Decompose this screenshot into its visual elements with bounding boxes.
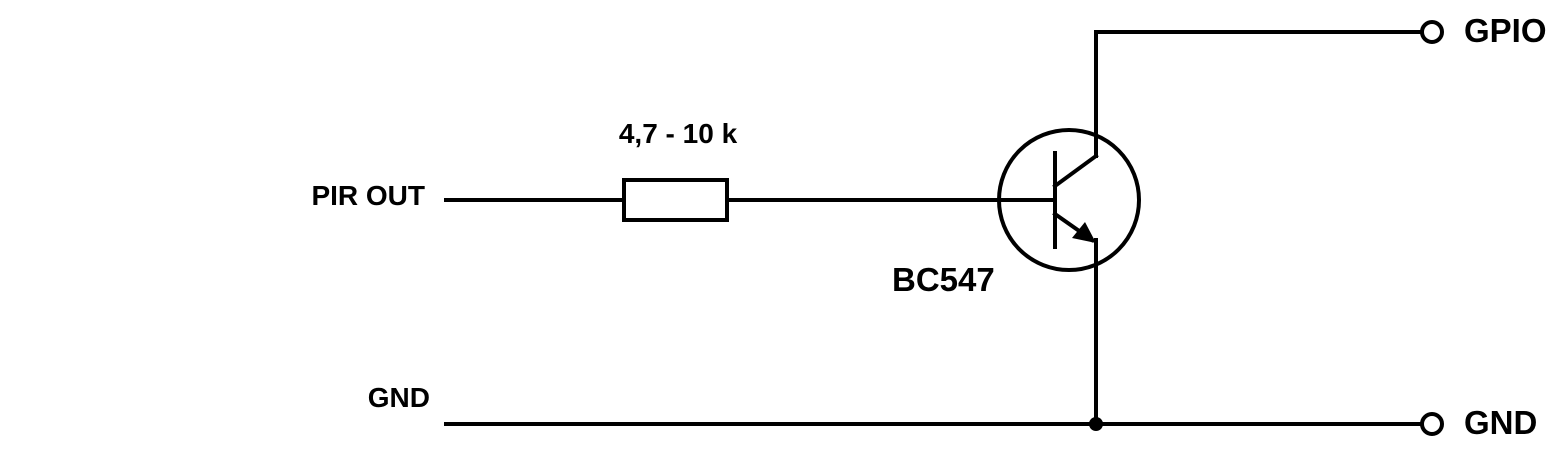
gnd-output-label: GND [1464, 404, 1537, 441]
gnd-terminal [1420, 412, 1444, 436]
resistor-value-label: 4,7 - 10 k [619, 118, 738, 149]
pir-out-label: PIR OUT [311, 180, 425, 211]
transistor-collector-lead [1052, 153, 1099, 189]
resistor [622, 178, 729, 222]
gnd-input-label: GND [368, 382, 430, 413]
transistor-part-label: BC547 [892, 261, 995, 298]
emitter-arrow [1072, 222, 1096, 243]
gpio-output-label: GPIO [1464, 12, 1547, 49]
collector-wire [1094, 30, 1422, 158]
gpio-terminal [1420, 20, 1444, 44]
junction-dot [1089, 417, 1103, 431]
transistor-circle [997, 128, 1141, 272]
